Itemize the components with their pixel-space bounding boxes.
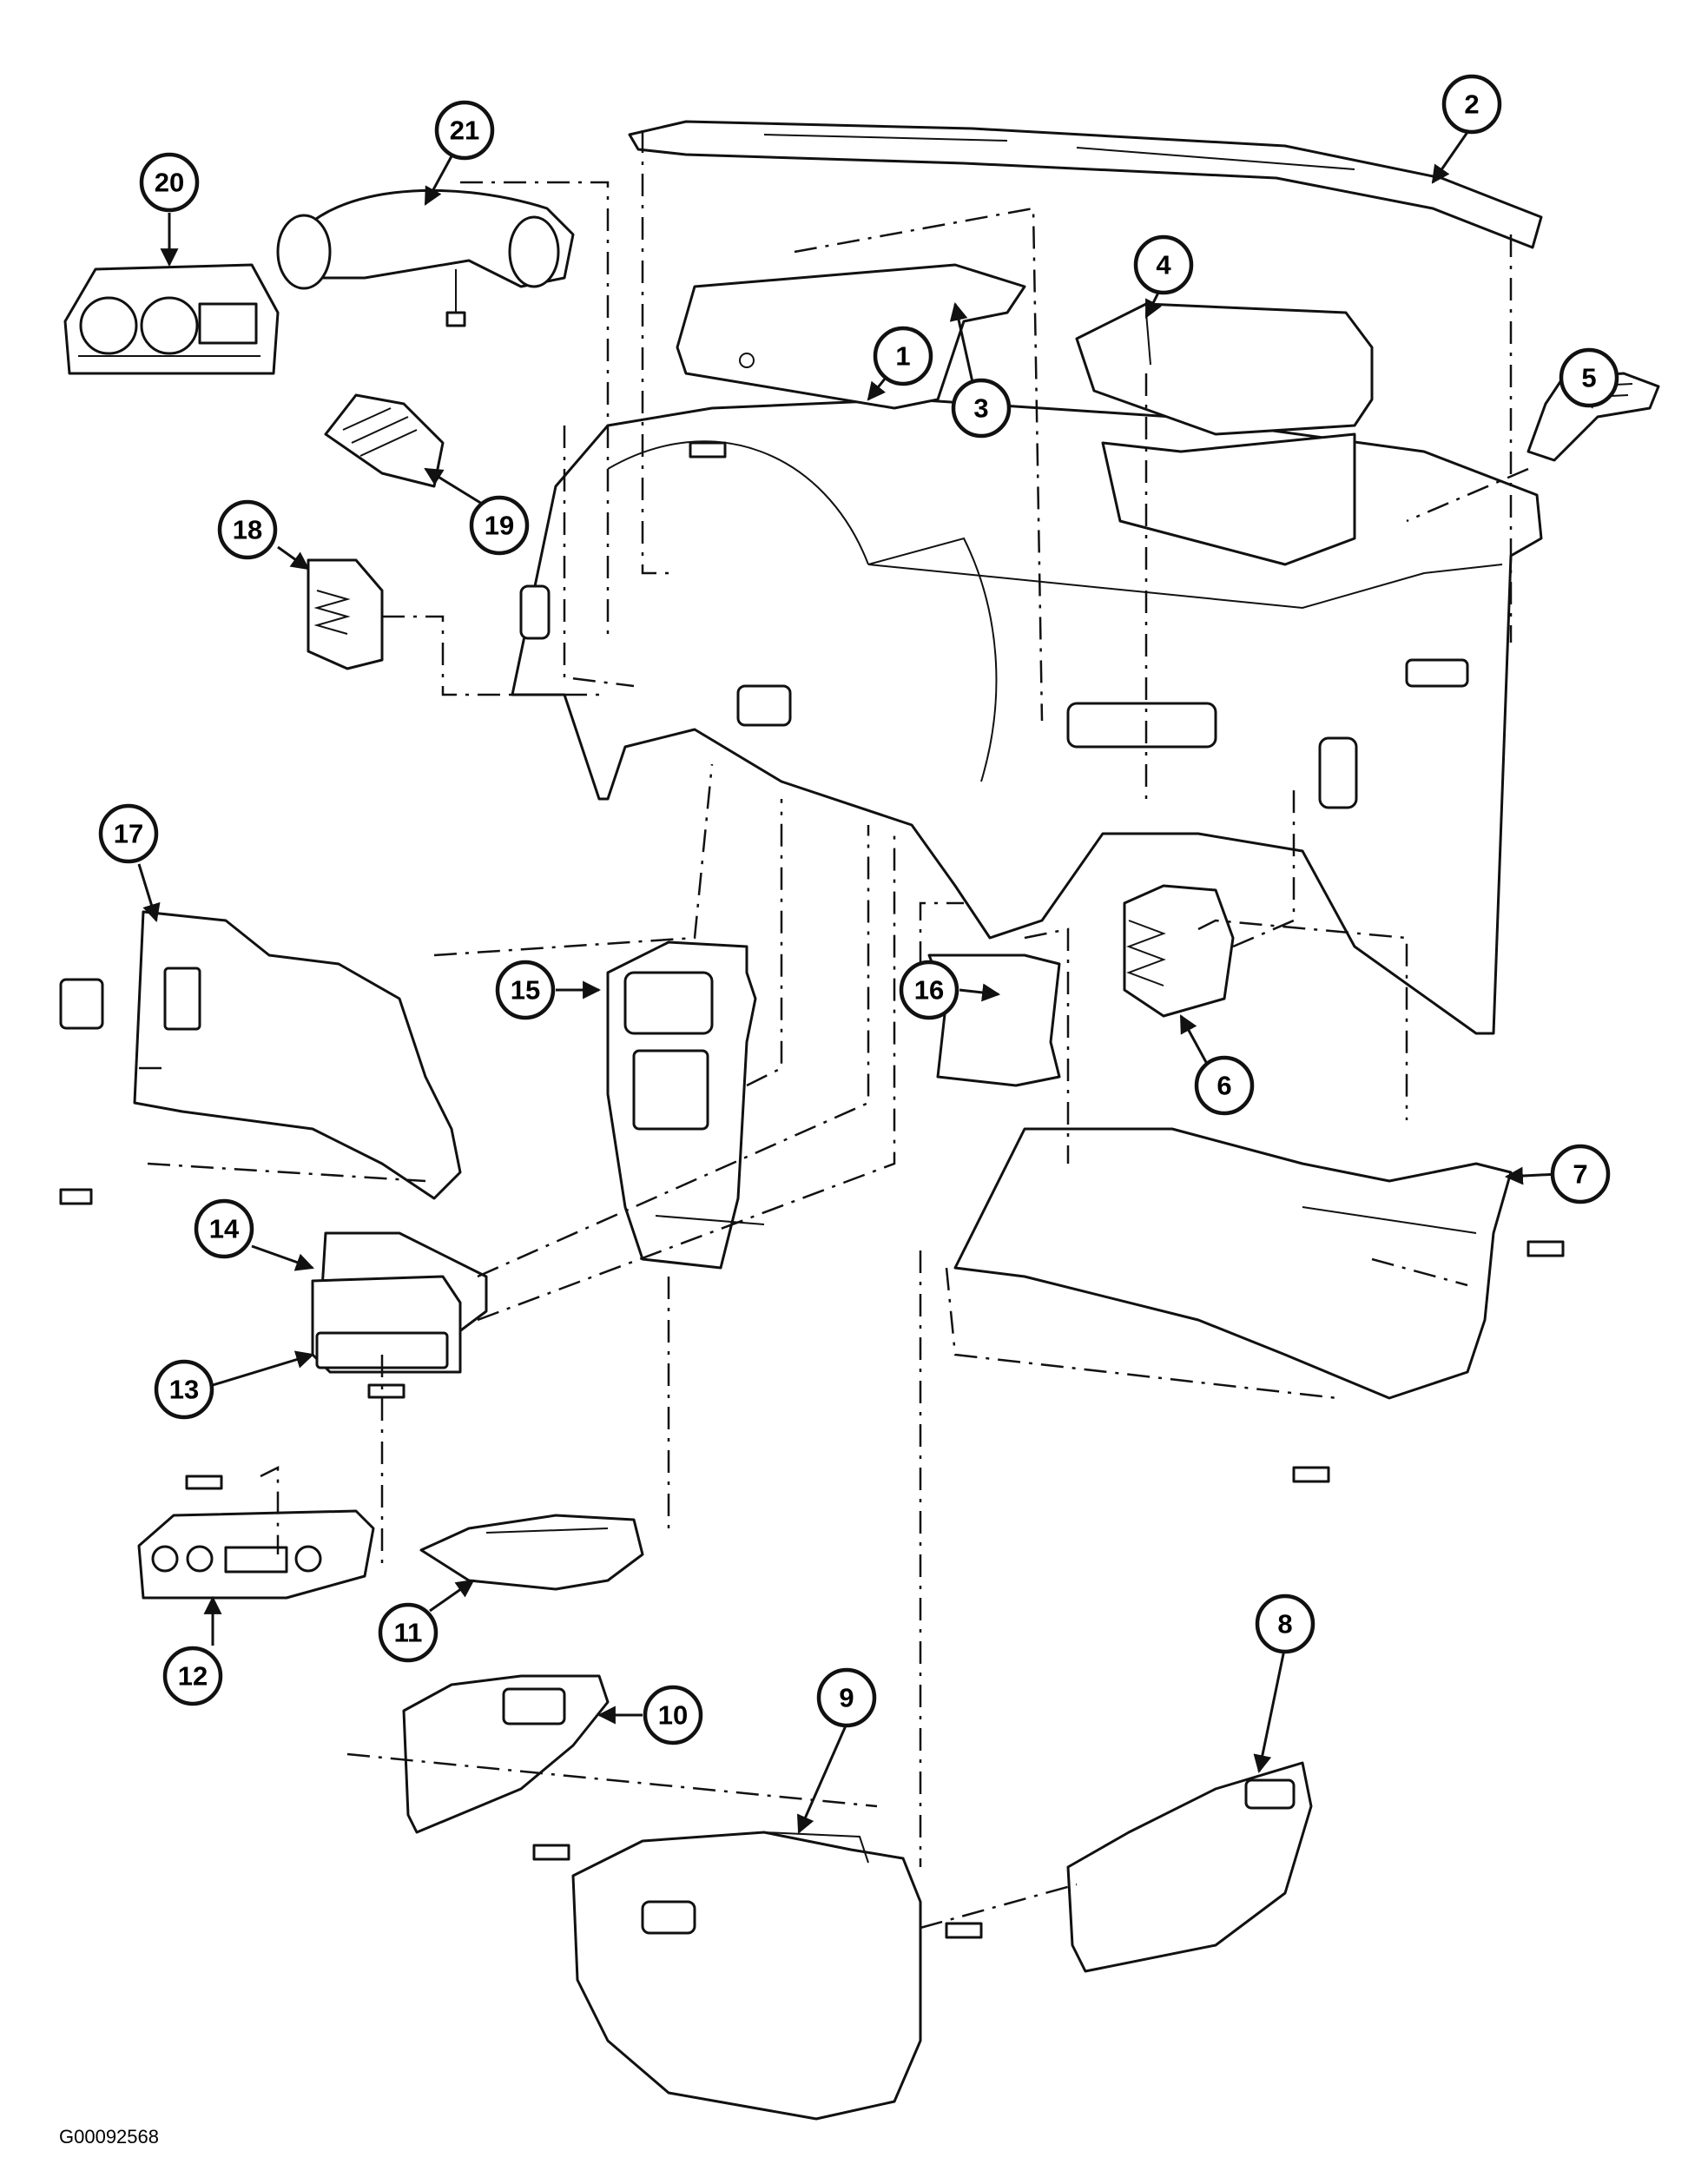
climate-control [137,1475,375,1600]
callout-3: 3 [951,378,1012,439]
svg-text:6: 6 [1217,1071,1231,1101]
callout-5: 5 [1559,347,1619,408]
left-finish-panel [59,910,462,1200]
callout-13: 13 [154,1359,214,1420]
callout-10: 10 [643,1685,703,1745]
defroster-grille [628,120,1543,249]
svg-text:12: 12 [178,1661,208,1692]
center-bracket [927,953,1061,1087]
svg-text:9: 9 [839,1683,854,1713]
cluster-bezel [276,188,575,327]
left-register [307,558,384,670]
lower-panel [953,1127,1513,1400]
figure-id: G00092568 [59,2126,159,2148]
glove-box-bin [1075,302,1374,566]
center-register [1123,884,1235,1018]
svg-text:15: 15 [511,975,540,1006]
svg-text:8: 8 [1277,1609,1292,1640]
glove-box-door [571,1831,922,2121]
callout-9: 9 [816,1667,877,1728]
svg-text:2: 2 [1464,89,1479,120]
svg-text:18: 18 [233,515,262,545]
callout-16: 16 [899,960,959,1020]
callout-1: 1 [873,326,933,386]
callout-7: 7 [1550,1144,1611,1204]
svg-text:10: 10 [658,1700,688,1731]
left-side-vent [324,393,445,488]
svg-text:14: 14 [209,1214,240,1244]
instrument-cluster [63,263,280,375]
callout-2: 2 [1441,74,1502,135]
screws [59,1188,1565,1939]
callout-11: 11 [378,1602,438,1663]
callout-15: 15 [495,960,556,1020]
panel-upper-trim [676,263,1026,459]
callout-19: 19 [469,495,530,556]
svg-text:1: 1 [895,341,910,372]
svg-text:21: 21 [450,115,479,146]
callout-4: 4 [1133,234,1194,295]
assembly-leader-lines [139,130,1529,1930]
callout-12: 12 [162,1646,223,1706]
callout-8: 8 [1255,1593,1315,1654]
svg-text:4: 4 [1156,250,1171,280]
callout-18: 18 [217,499,278,560]
svg-text:13: 13 [169,1375,199,1405]
center-finish-panel [606,940,765,1270]
callout-14: 14 [194,1198,254,1259]
svg-text:11: 11 [394,1618,423,1648]
svg-text:20: 20 [155,168,184,198]
svg-text:16: 16 [914,975,944,1006]
callout-17: 17 [98,803,159,864]
callout-21: 21 [434,100,495,161]
svg-text:5: 5 [1581,363,1596,393]
svg-text:3: 3 [973,393,988,424]
svg-text:17: 17 [114,819,143,849]
callout-6: 6 [1194,1055,1255,1116]
left-lower-bracket [402,1674,610,1834]
right-lower-bracket [1066,1761,1313,1973]
callout-20: 20 [139,152,200,213]
svg-text:7: 7 [1573,1159,1587,1190]
radio-bracket [311,1231,488,1399]
svg-text:19: 19 [485,511,514,541]
ash-tray [419,1514,644,1591]
